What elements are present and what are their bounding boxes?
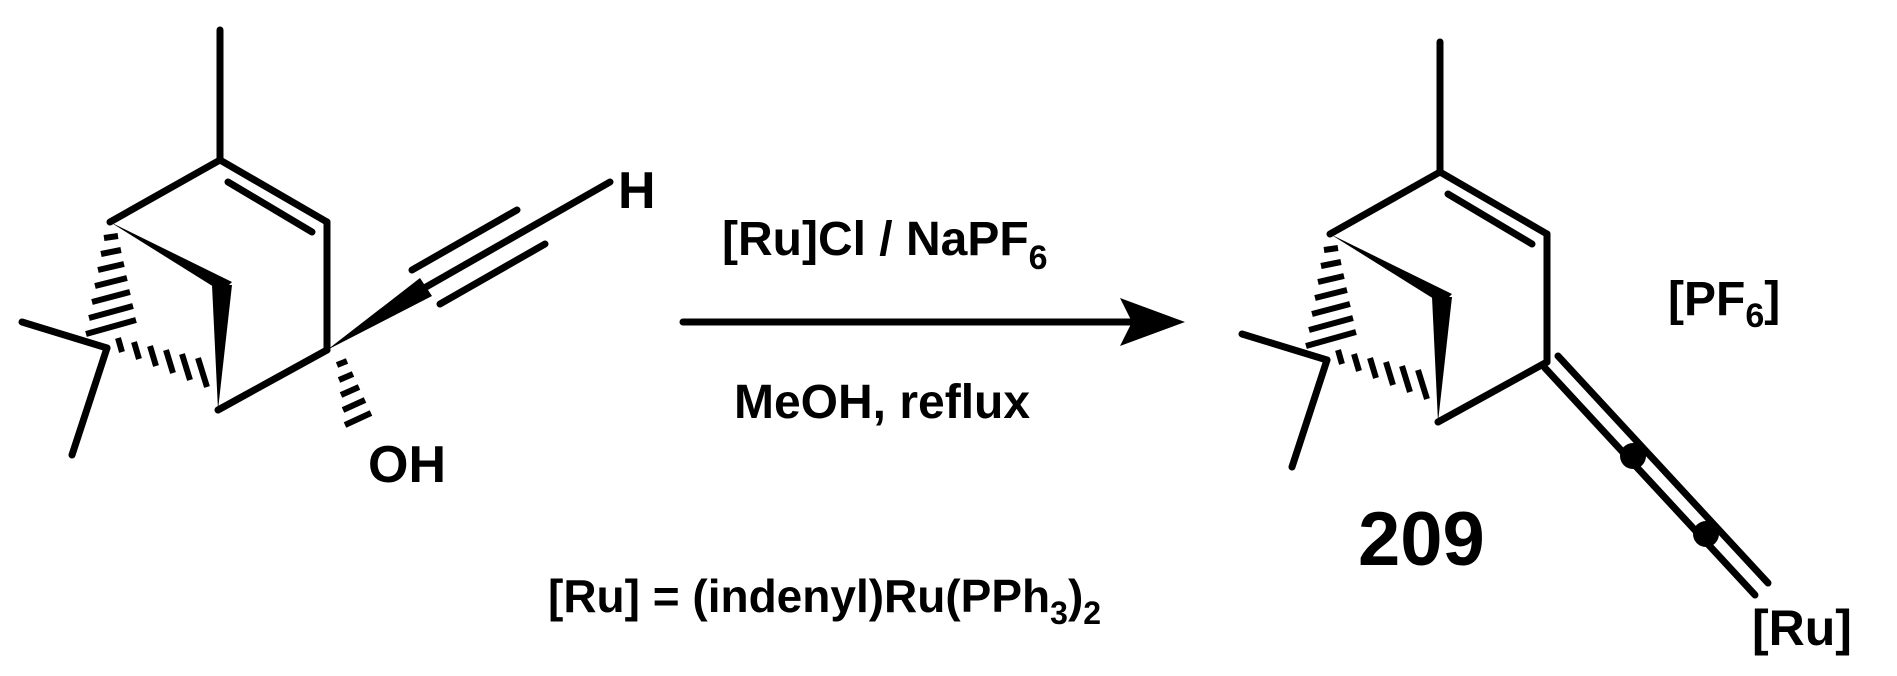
reactant-triple-bond xyxy=(422,178,614,291)
product-cumulene-bond xyxy=(1554,352,1772,587)
reactant-ring-bond xyxy=(106,156,224,226)
product-hashed-bond xyxy=(1335,349,1430,400)
reactant-bridge-wedge xyxy=(212,285,232,410)
conditions-subscript: 6 xyxy=(1029,239,1048,277)
product-ring-bond xyxy=(1436,168,1551,238)
reactant-hashed-bond xyxy=(115,337,210,388)
reactant-ring-bond xyxy=(216,156,331,226)
terminal-h-label: H xyxy=(618,162,656,220)
product-methyl-bond xyxy=(1288,356,1331,471)
cumulene-carbon-dot xyxy=(1620,443,1646,469)
product-counterion: [PF6] xyxy=(1668,273,1780,335)
hydroxyl-label: OH xyxy=(368,436,446,494)
product-hashed-bond xyxy=(1305,245,1357,349)
reactant-hashed-bond xyxy=(85,233,137,337)
product-ring-bond xyxy=(1326,168,1444,238)
product-methyl-bond xyxy=(1238,330,1331,364)
cumulene-carbon-dot xyxy=(1693,521,1719,547)
product-cumulene-bond xyxy=(1541,364,1759,599)
reactant-triple-bond xyxy=(436,240,549,308)
product-compound-number: 209 xyxy=(1358,497,1485,582)
product-bridge-wedge xyxy=(1432,297,1452,422)
product-double-bond-inner xyxy=(1444,190,1536,248)
reactant-methyl-bond xyxy=(68,344,111,459)
reaction-arrow xyxy=(679,298,1185,346)
reactant-bridge-wedge xyxy=(110,222,232,292)
reactant-methyl-bond xyxy=(18,318,111,352)
reactant-hashed-oh-bond xyxy=(335,358,373,428)
product-metal-label: [Ru] xyxy=(1752,600,1852,656)
reaction-arrow-head xyxy=(1120,298,1185,346)
reactant-ring-bond xyxy=(214,346,331,414)
reactant-triple-bond xyxy=(408,206,521,274)
product-bridge-wedge xyxy=(1330,234,1452,304)
reactant-alkyne-wedge xyxy=(327,278,432,350)
reactant-double-bond-inner xyxy=(224,178,316,236)
product-ring-bond xyxy=(1434,358,1551,426)
ru-definition: [Ru] = (indenyl)Ru(PPh3)2 xyxy=(548,570,1101,631)
reactant-structure: H OH xyxy=(18,26,656,494)
product-structure: 209 [Ru] [PF6] xyxy=(1238,38,1852,656)
conditions-solvent: MeOH, reflux xyxy=(734,376,1030,429)
conditions-reagents: [Ru]Cl / NaPF6 xyxy=(722,213,1048,277)
